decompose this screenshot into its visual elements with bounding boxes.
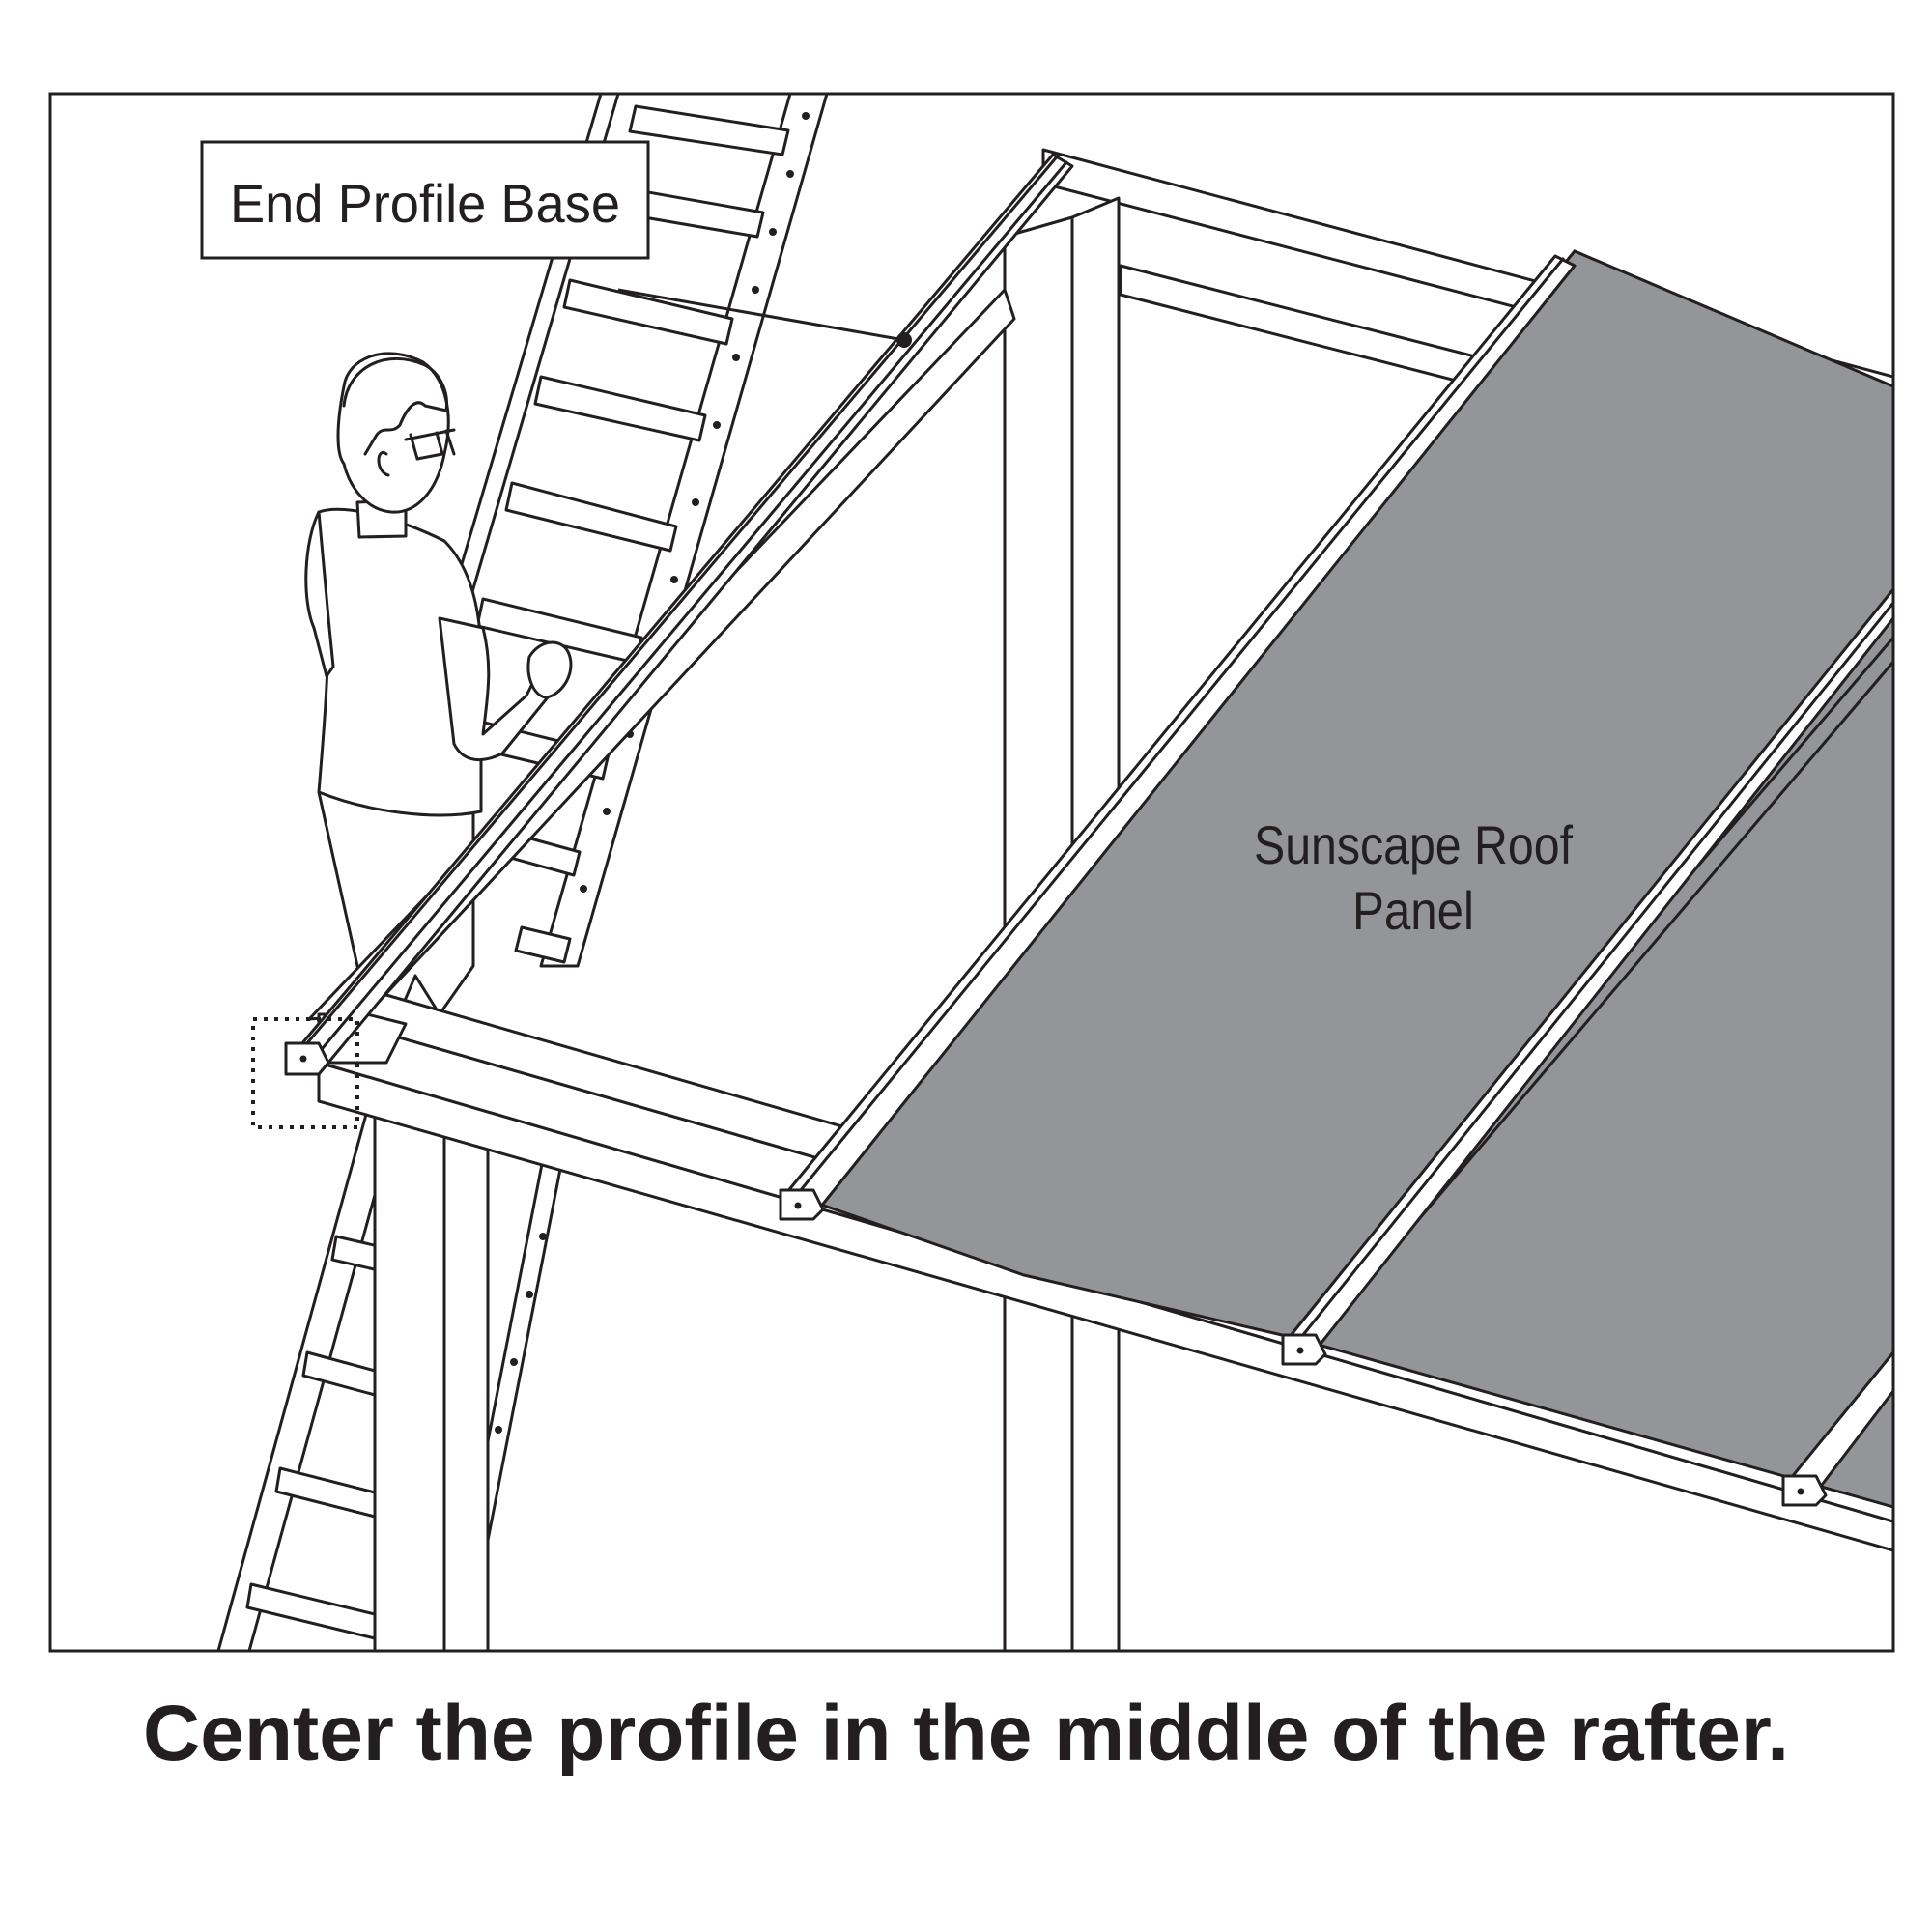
callout-leader-dot	[896, 332, 912, 348]
end-profile-base-cap	[284, 1041, 330, 1076]
roof-panel	[799, 249, 1893, 1509]
roof-panel-label-line2: Panel	[1352, 880, 1474, 941]
end-profile-base-label: End Profile Base	[230, 173, 620, 234]
roof-panel-surface	[799, 249, 1893, 1509]
roof-panel-label-line1: Sunscape Roof	[1254, 814, 1573, 875]
roof-panel-callout: Sunscape Roof Panel	[1254, 814, 1573, 941]
profile-rail-1	[779, 254, 1577, 1221]
end-profile-base-callout: End Profile Base	[200, 140, 650, 260]
person-on-ladder	[304, 352, 573, 1045]
ladder	[216, 94, 829, 1651]
callout-leader-line	[617, 288, 905, 342]
profile-rail-3	[1781, 1350, 1893, 1507]
illustration-frame	[48, 92, 1895, 1653]
instruction-caption: Center the profile in the middle of the …	[143, 1690, 1789, 1777]
profile-rail-2	[1281, 587, 1893, 1366]
end-profile-rail	[284, 153, 1074, 1076]
